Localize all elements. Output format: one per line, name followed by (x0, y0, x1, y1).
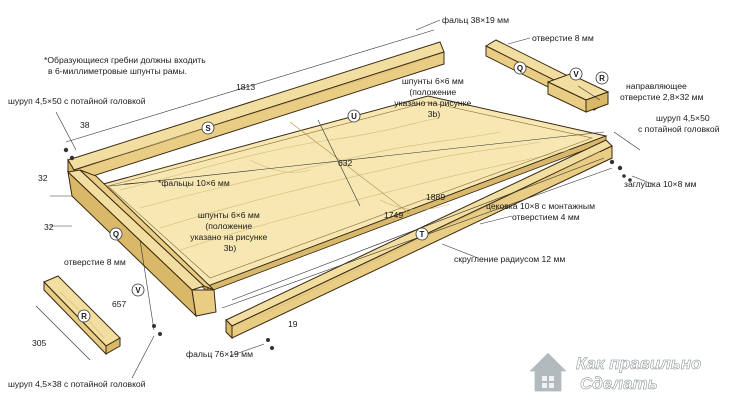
part-q-left: Q (113, 230, 119, 239)
label-rabbet-top: фальц 38×19 мм (442, 15, 509, 25)
part-s: S (205, 124, 211, 133)
label-rabbets-10: *фальцы 10×6 мм (158, 178, 230, 188)
label-tongues-mid-line-3: указано на рисунке (190, 232, 267, 242)
label-round: скругление радиусом 12 мм (454, 254, 565, 264)
dim-32-bottom: 32 (44, 222, 54, 232)
label-tongues-mid: шпунты 6×6 мм (положение указано на рису… (190, 210, 269, 253)
watermark-line-2: Сделать (580, 374, 658, 393)
watermark-line-1: Как правильно (576, 354, 701, 373)
dimension-values: 1813 38 32 32 632 1749 1889 657 19 305 (32, 82, 445, 348)
dim-305: 305 (32, 338, 47, 348)
label-screw-bottom: шуруп 4,5×38 с потайной головкой (8, 379, 146, 389)
label-screw-left: шуруп 4,5×50 с потайной головкой (8, 96, 146, 106)
stile-q-left (66, 169, 217, 318)
part-v-left: V (135, 286, 141, 295)
label-tongues-mid-line-2: (положение (205, 221, 252, 231)
label-ridge-note: *Образующиеся гребни должны входить в 6-… (44, 55, 208, 76)
label-guide: направляющее отверстие 2,8×32 мм (620, 81, 704, 102)
dim-1749: 1749 (384, 210, 403, 220)
label-ridge-note-line-1: *Образующиеся гребни должны входить (44, 55, 206, 65)
label-tongues-top-line-4: 3b) (428, 109, 441, 119)
part-t: T (420, 230, 425, 239)
dimension-lines (35, 29, 613, 361)
label-tongues-mid-line-4: 3b) (224, 243, 237, 253)
part-letters: S U Q V R Q V T R (77, 61, 609, 323)
part-r-left: R (81, 312, 87, 321)
dim-38: 38 (80, 120, 90, 130)
label-dowel-line-1: цековка 10×8 с монтажным (486, 201, 595, 211)
part-r-top: R (599, 74, 605, 83)
label-guide-line-2: отверстие 2,8×32 мм (620, 92, 704, 102)
dim-1889: 1889 (426, 192, 445, 202)
label-guide-line-1: направляющее (626, 81, 687, 91)
part-q-top: Q (517, 64, 523, 73)
label-screw-right-line-1: шуруп 4,5×50 (656, 113, 710, 123)
dim-657: 657 (112, 299, 127, 309)
label-screw-right: шуруп 4,5×50 с потайной головкой (638, 113, 720, 134)
dim-19: 19 (288, 319, 298, 329)
label-tongues-top-line-1: шпунты 6×6 мм (402, 76, 464, 86)
label-tongues-top-line-3: указано на рисунке (394, 98, 471, 108)
rail-s (67, 41, 445, 184)
label-dowel: цековка 10×8 с монтажным отверстием 4 мм (486, 201, 597, 222)
annotations: фальц 38×19 мм отверстие 8 мм направляющ… (8, 15, 720, 389)
dim-632: 632 (338, 158, 353, 168)
screw-icon (63, 147, 632, 350)
block-r-right (546, 73, 610, 113)
dim-1813: 1813 (236, 82, 255, 92)
leader-lines (55, 19, 653, 379)
dim-32-top: 32 (38, 173, 48, 183)
label-dowel-line-2: отверстием 4 мм (512, 212, 580, 222)
part-u: U (351, 112, 357, 121)
label-tongues-top-line-2: (положение (409, 87, 456, 97)
part-v-top: V (573, 70, 579, 79)
label-tongues-mid-line-1: шпунты 6×6 мм (198, 210, 260, 220)
house-logo-icon (526, 351, 570, 393)
label-plug: заглушка 10×8 мм (624, 179, 697, 189)
label-hole-left: отверстие 8 мм (64, 257, 126, 267)
label-tongues-top: шпунты 6×6 мм (положение указано на рису… (394, 76, 473, 119)
label-rabbet-bottom: фальц 76×19 мм (186, 349, 253, 359)
label-screw-right-line-2: с потайной головкой (638, 124, 720, 134)
label-hole-top: отверстие 8 мм (532, 33, 594, 43)
label-ridge-note-line-2: в 6-миллиметровые шпунты рамы. (48, 66, 187, 76)
watermark: Как правильно Сделать (526, 351, 702, 393)
